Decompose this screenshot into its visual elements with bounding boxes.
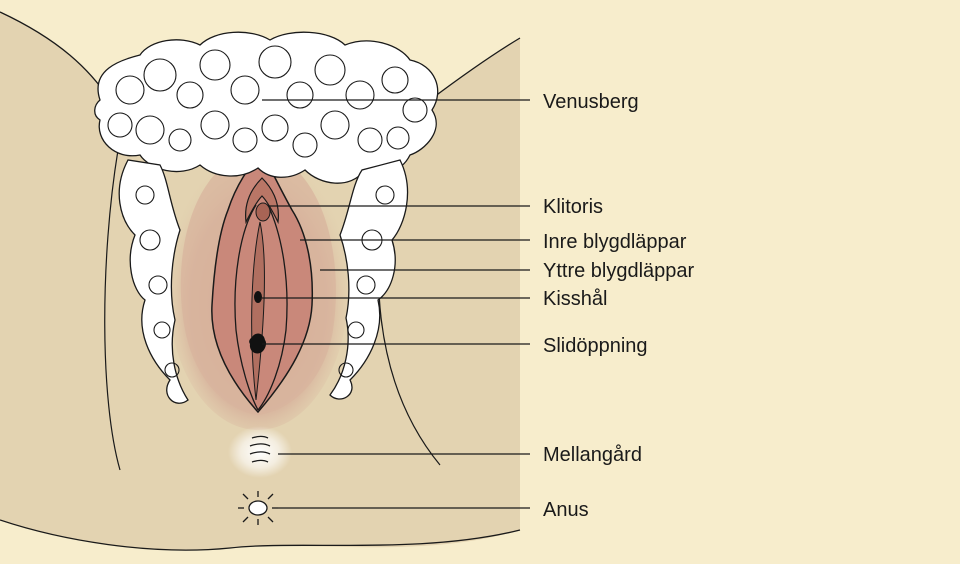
vaginal-opening (249, 333, 267, 354)
inner-labia-fold-left (234, 204, 259, 411)
label-slidoppning: Slidöppning (543, 335, 648, 357)
clitoris-shape (255, 202, 271, 222)
label-yttre-blygdlappar: Yttre blygdläppar (543, 260, 695, 282)
label-anus: Anus (543, 499, 589, 521)
label-inre-blygdlappar: Inre blygdläppar (543, 231, 687, 253)
pubic-hair (94, 31, 439, 404)
label-venusberg: Venusberg (543, 91, 639, 113)
body-outline-bottom (0, 519, 521, 551)
perineum-marks (249, 435, 271, 463)
thigh-line-left (104, 149, 121, 471)
vestibule (251, 221, 265, 401)
hair-curls (107, 45, 428, 378)
label-mellangard: Mellangård (543, 444, 642, 466)
urethral-opening (254, 291, 262, 303)
inner-labia-fold-right (257, 204, 288, 411)
body-outline-right (429, 37, 521, 101)
label-klitoris: Klitoris (543, 196, 604, 218)
label-kisshal: Kisshål (543, 288, 608, 310)
clitoral-hood (245, 177, 279, 225)
leader-lines (262, 99, 530, 509)
anus-mark (238, 491, 278, 525)
